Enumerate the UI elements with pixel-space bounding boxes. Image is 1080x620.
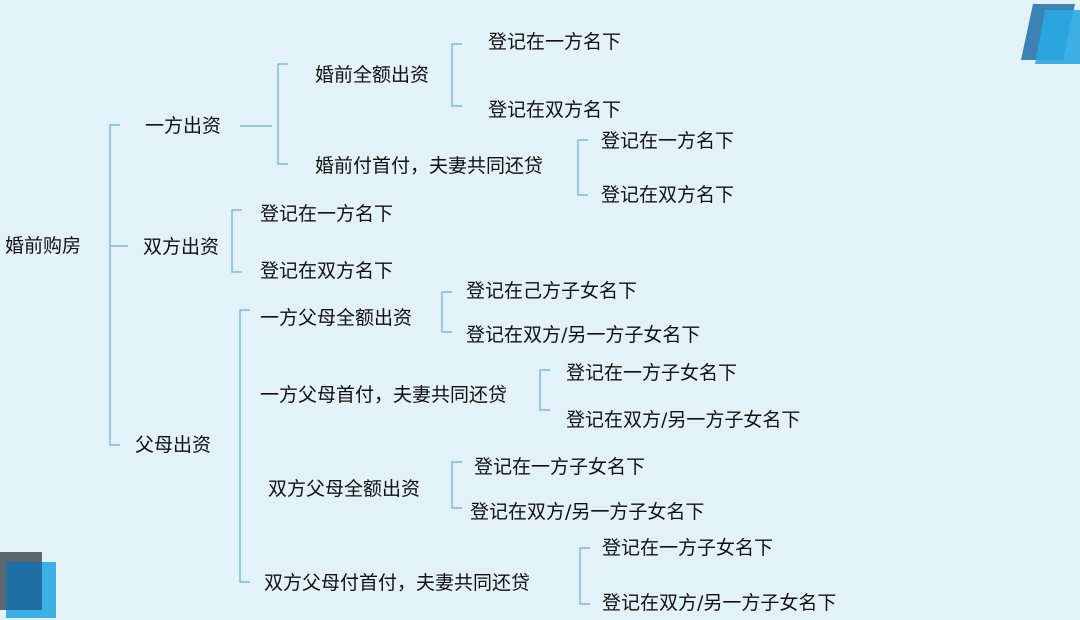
sub-a2-label: 婚前付首付，夫妻共同还贷: [315, 155, 544, 177]
leaf-c1-2: 登记在双方/另一方子女名下: [466, 324, 701, 346]
sub-c4-bracket: [579, 547, 590, 605]
leaf-a2-1: 登记在一方名下: [601, 130, 735, 152]
leaf-c2-1: 登记在一方子女名下: [566, 362, 738, 384]
branch-c-label: 父母出资: [135, 434, 212, 456]
leaf-c4-2: 登记在双方/另一方子女名下: [602, 592, 837, 614]
sub-c1-bracket: [441, 291, 452, 333]
leaf-b-2: 登记在双方名下: [260, 260, 394, 282]
sub-a1-bracket: [451, 43, 462, 107]
sub-c3-bracket: [451, 461, 462, 509]
branch-b-label: 双方出资: [143, 236, 220, 258]
sub-c1-label: 一方父母全额出资: [260, 307, 413, 329]
leaf-c4-1: 登记在一方子女名下: [602, 537, 774, 559]
leaf-b-1: 登记在一方名下: [260, 203, 394, 225]
branch-a-label: 一方出资: [145, 115, 222, 137]
sub-c3-label: 双方父母全额出资: [268, 478, 421, 500]
corner-decoration-bottom-left: [0, 552, 56, 618]
sub-a2-bracket: [577, 139, 588, 196]
branch-a-bracket: [277, 63, 288, 165]
root-node: 婚前购房: [5, 235, 82, 257]
sub-c2-label: 一方父母首付，夫妻共同还贷: [260, 384, 508, 406]
leaf-a1-1: 登记在一方名下: [488, 31, 622, 53]
branch-c-bracket: [239, 309, 250, 583]
leaf-c1-1: 登记在己方子女名下: [466, 280, 638, 302]
leaf-a2-2: 登记在双方名下: [601, 184, 735, 206]
sub-a1-label: 婚前全额出资: [315, 64, 430, 86]
sub-c2-bracket: [539, 369, 550, 411]
corner-decoration-top-right: [1021, 4, 1080, 64]
sub-c4-label: 双方父母付首付，夫妻共同还贷: [264, 572, 531, 594]
root-bracket: [109, 124, 120, 446]
leaf-c3-1: 登记在一方子女名下: [474, 456, 646, 478]
leaf-c2-2: 登记在双方/另一方子女名下: [566, 409, 801, 431]
leaf-a1-2: 登记在双方名下: [488, 99, 622, 121]
leaf-c3-2: 登记在双方/另一方子女名下: [470, 501, 705, 523]
branch-b-bracket: [231, 209, 242, 273]
